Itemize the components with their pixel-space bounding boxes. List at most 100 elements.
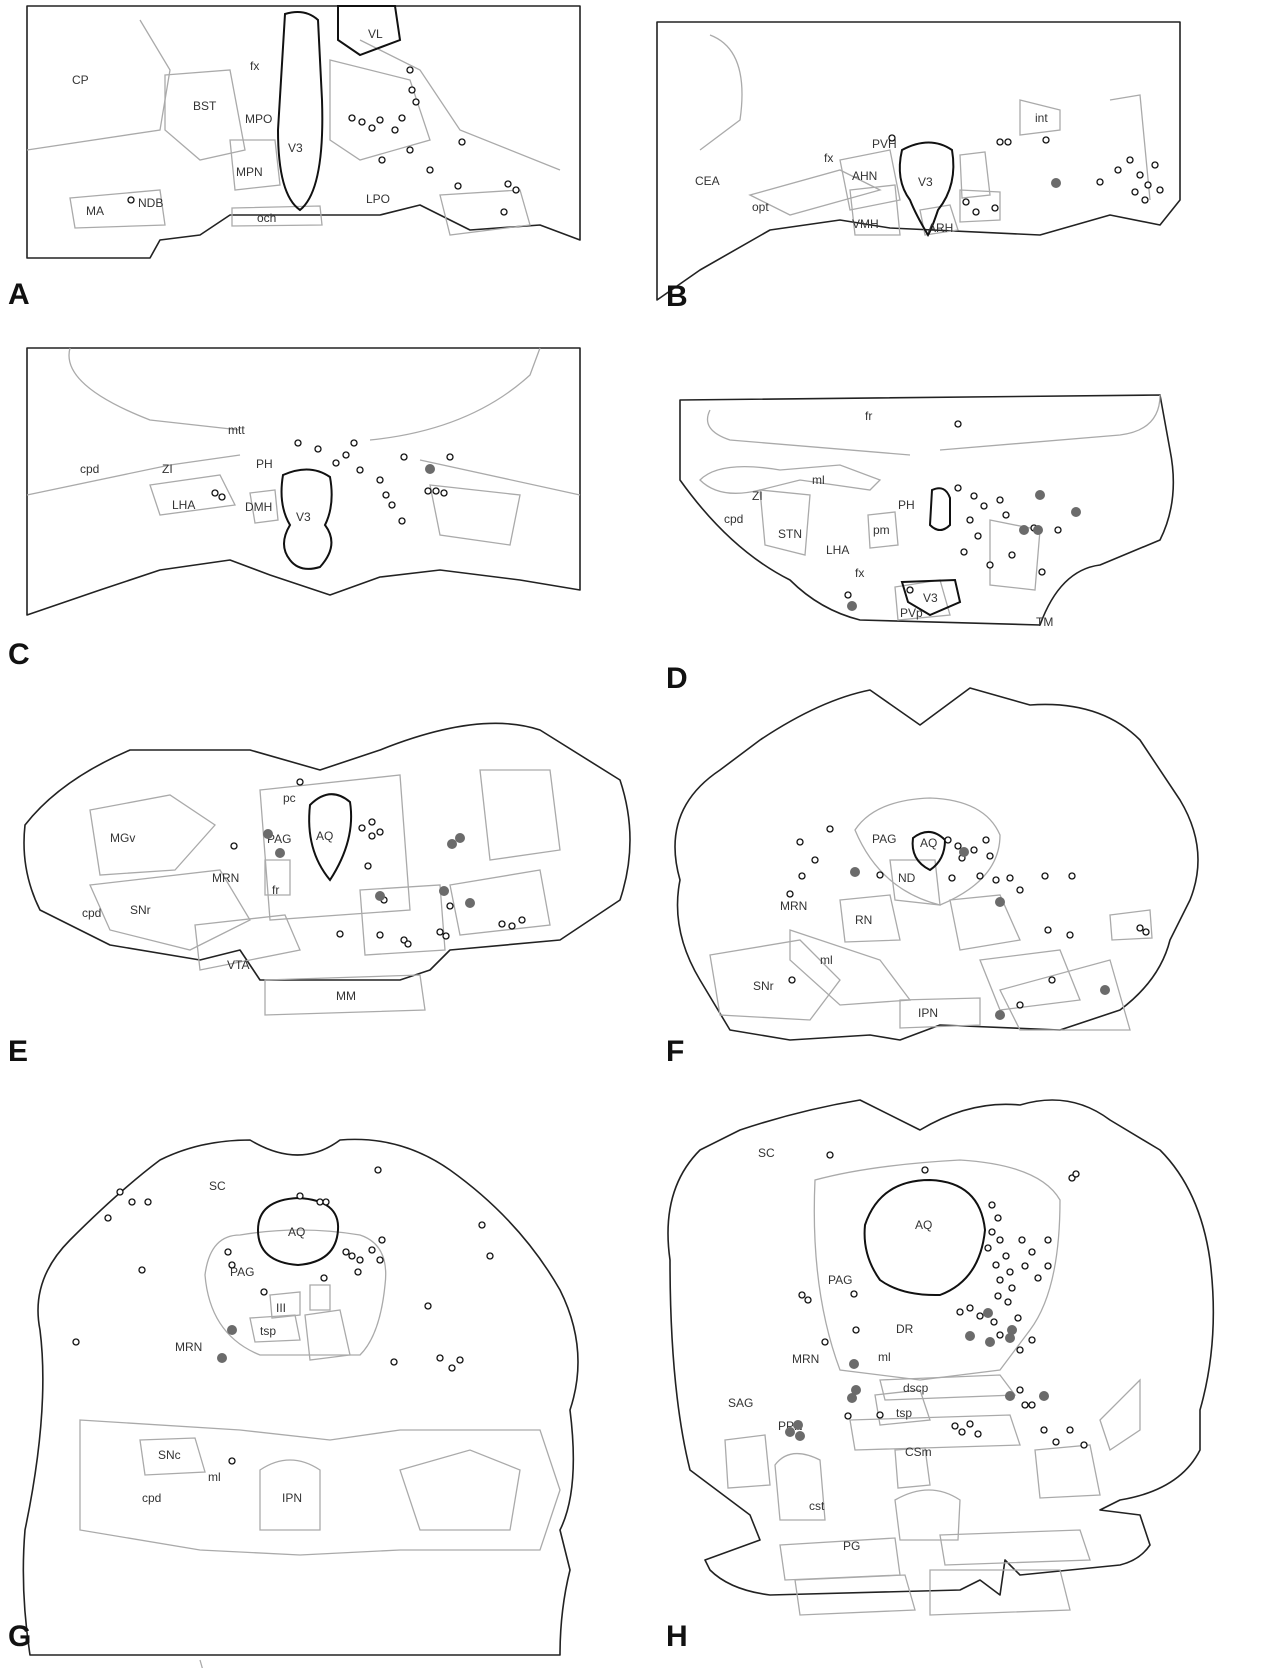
- cell-marker-open: [317, 1199, 323, 1205]
- panel-e-region-border: [480, 770, 560, 860]
- panel-f-label-ml: ml: [820, 953, 833, 967]
- cell-marker-open: [375, 1167, 381, 1173]
- panel-f-region-border: [900, 998, 980, 1028]
- cell-marker-open: [391, 1359, 397, 1365]
- panel-f-label-snr: SNr: [753, 979, 774, 993]
- cell-marker-open: [993, 877, 999, 883]
- panel-g-diagram: SC AQ PAG III MRN tsp SNc ml cpd IPN: [0, 1110, 640, 1668]
- cell-marker-open: [812, 857, 818, 863]
- cell-marker-open: [877, 1412, 883, 1418]
- cell-marker-filled: [425, 464, 435, 474]
- cell-marker-filled: [1051, 178, 1061, 188]
- panel-h-diagram: SC AQ PAG DR ml MRN dscp SAG tsp PPN CSm…: [640, 1090, 1279, 1668]
- cell-marker-open: [407, 147, 413, 153]
- panel-f-region-border: [710, 940, 840, 1020]
- panel-b-label-ahn: AHN: [852, 169, 877, 183]
- panel-g-label-tsp: tsp: [260, 1324, 276, 1338]
- panel-c-label-lha: LHA: [172, 498, 195, 512]
- cell-marker-open: [349, 1253, 355, 1259]
- cell-marker-open: [1017, 1387, 1023, 1393]
- cell-marker-open: [449, 1365, 455, 1371]
- panel-h-label-pg: PG: [843, 1539, 860, 1553]
- cell-marker-filled: [275, 848, 285, 858]
- panel-h-region-border: [780, 1538, 900, 1580]
- panel-a-region-border: [232, 206, 322, 226]
- cell-marker-open: [351, 440, 357, 446]
- cell-marker-open: [1003, 1253, 1009, 1259]
- cell-marker-open: [1003, 512, 1009, 518]
- cell-marker-filled: [849, 1359, 859, 1369]
- cell-marker-open: [479, 1222, 485, 1228]
- panel-h-region-border: [725, 1435, 770, 1488]
- cell-marker-open: [955, 843, 961, 849]
- cell-marker-open: [229, 1262, 235, 1268]
- panel-h-region-border: [940, 1530, 1090, 1565]
- panel-g-region-border: [310, 1285, 330, 1310]
- panel-h-label-aq: AQ: [915, 1218, 932, 1232]
- cell-marker-open: [231, 843, 237, 849]
- panel-c-label-mtt: mtt: [228, 423, 245, 437]
- cell-marker-open: [987, 562, 993, 568]
- panel-d-label-pm: pm: [873, 523, 890, 537]
- cell-marker-open: [1152, 162, 1158, 168]
- cell-marker-open: [989, 1229, 995, 1235]
- cell-marker-open: [987, 853, 993, 859]
- panel-c-letter: C: [8, 638, 30, 672]
- panel-f-region-border: [1000, 960, 1130, 1030]
- cell-marker-filled: [959, 847, 969, 857]
- cell-marker-open: [1157, 187, 1163, 193]
- panel-d-label-ml: ml: [812, 473, 825, 487]
- cell-marker-open: [1019, 1237, 1025, 1243]
- cell-marker-open: [1045, 1263, 1051, 1269]
- cell-marker-open: [1029, 1249, 1035, 1255]
- cell-marker-open: [405, 941, 411, 947]
- panel-g-label-aq: AQ: [288, 1225, 305, 1239]
- cell-marker-open: [321, 1275, 327, 1281]
- cell-marker-open: [377, 477, 383, 483]
- cell-marker-open: [977, 873, 983, 879]
- panel-e-label-vta: VTA: [227, 958, 249, 972]
- cell-marker-filled: [985, 1337, 995, 1347]
- panel-b-label-v3: V3: [918, 175, 933, 189]
- cell-marker-open: [955, 421, 961, 427]
- panel-c-label-cpd: cpd: [80, 462, 99, 476]
- panel-a-label-bst: BST: [193, 99, 217, 113]
- panel-f-label-mrn: MRN: [780, 899, 807, 913]
- panel-b-diagram: int PVH fx CEA AHN V3 VMH opt ARH: [640, 0, 1279, 340]
- cell-marker-filled: [1100, 985, 1110, 995]
- cell-marker-open: [797, 839, 803, 845]
- cell-marker-open: [323, 1199, 329, 1205]
- panel-f-letter: F: [666, 1035, 684, 1069]
- cell-marker-filled: [455, 833, 465, 843]
- cell-marker-open: [997, 497, 1003, 503]
- cell-marker-open: [447, 454, 453, 460]
- panel-a-label-ma: MA: [86, 204, 104, 218]
- cell-marker-open: [1042, 873, 1048, 879]
- panel-h-label-csm: CSm: [905, 1445, 932, 1459]
- panel-g-label-cpd: cpd: [142, 1491, 161, 1505]
- cell-marker-filled: [439, 886, 449, 896]
- panel-e-letter: E: [8, 1035, 28, 1069]
- panel-e-labelled-cells: [231, 779, 525, 947]
- cell-marker-open: [437, 1355, 443, 1361]
- panel-b-label-cea: CEA: [695, 174, 720, 188]
- panel-e-label-pc: pc: [283, 791, 296, 805]
- panel-a-label-mpn: MPN: [236, 165, 263, 179]
- cell-marker-open: [377, 117, 383, 123]
- panel-f-label-nd: ND: [898, 871, 916, 885]
- panel-a-label-lpo: LPO: [366, 192, 390, 206]
- panel-f-label-aq: AQ: [920, 836, 937, 850]
- cell-marker-filled: [263, 829, 273, 839]
- cell-marker-open: [377, 932, 383, 938]
- panel-g-region-border: [200, 1660, 213, 1668]
- cell-marker-open: [1055, 527, 1061, 533]
- panel-g-region-border: [305, 1310, 350, 1360]
- panel-a-label-v3: V3: [288, 141, 303, 155]
- panel-f-region-border: [980, 950, 1080, 1010]
- cell-marker-open: [297, 779, 303, 785]
- panel-d-label-cpd: cpd: [724, 512, 743, 526]
- panel-d-label-ph: PH: [898, 498, 915, 512]
- cell-marker-open: [261, 1289, 267, 1295]
- panel-e-section-outline: [24, 723, 630, 980]
- cell-marker-open: [977, 1313, 983, 1319]
